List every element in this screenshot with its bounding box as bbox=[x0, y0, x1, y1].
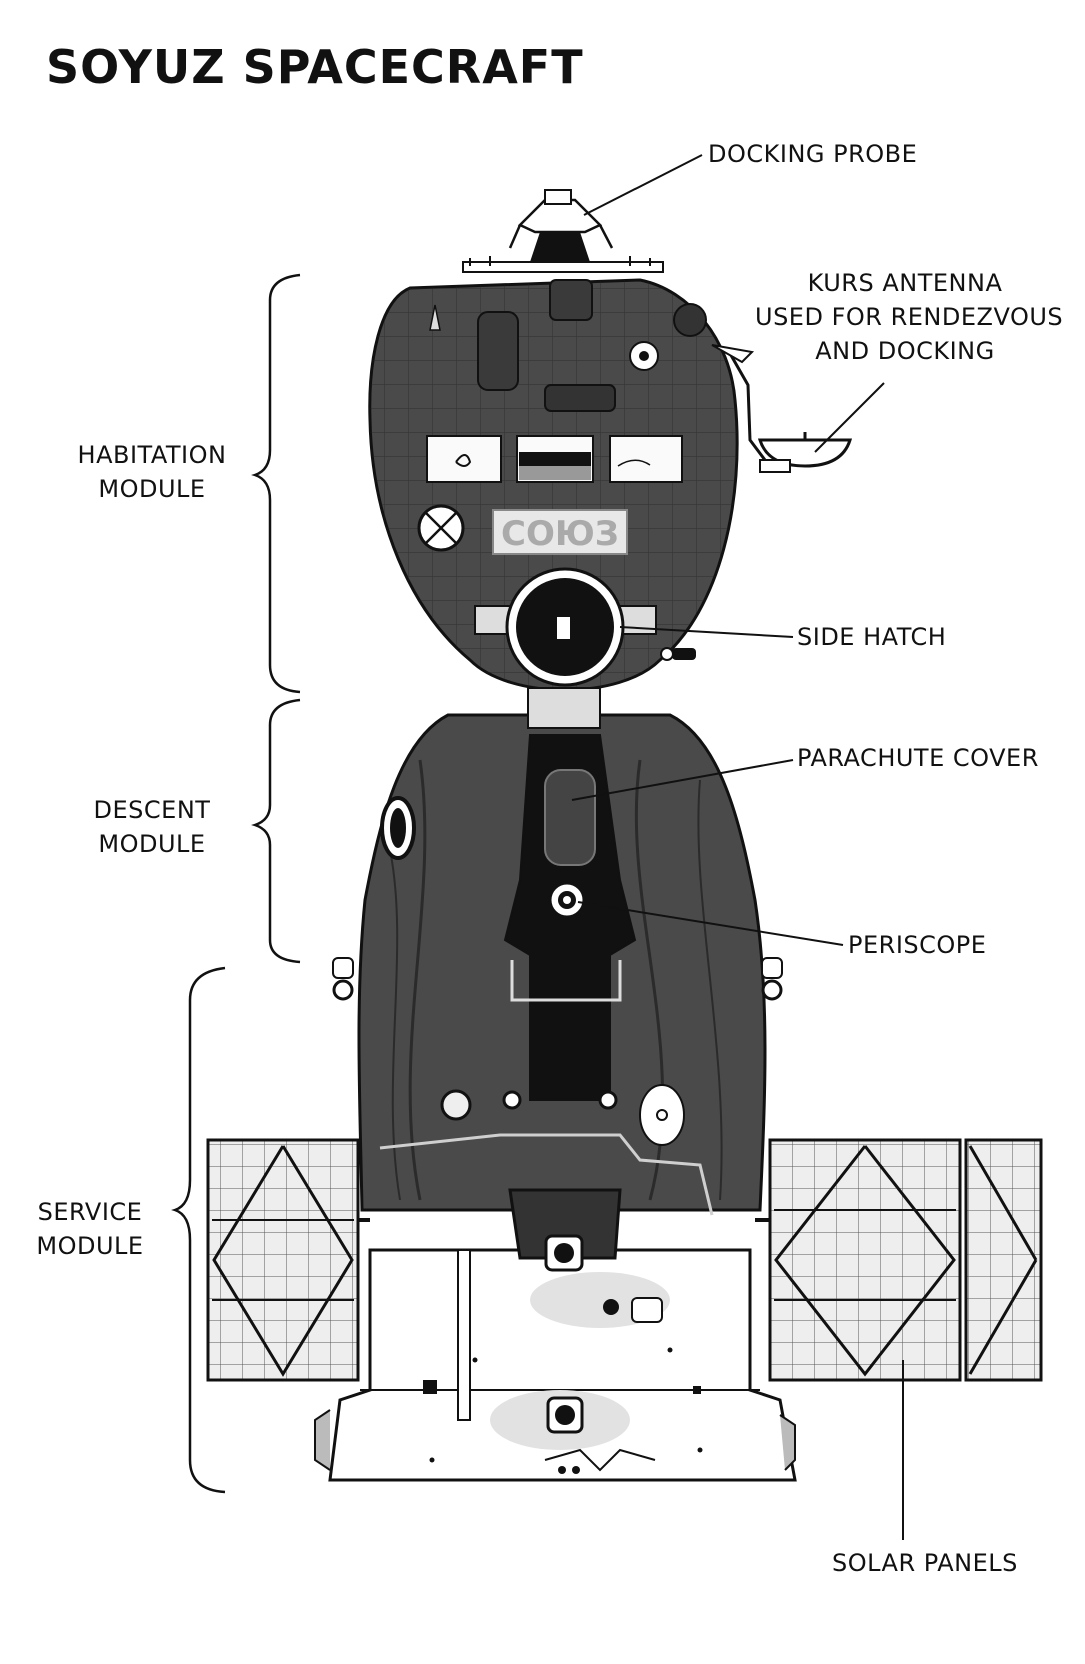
brace-habitation bbox=[251, 273, 301, 694]
callout-text: AND DOCKING bbox=[815, 337, 995, 365]
callout-periscope: PERISCOPE bbox=[848, 928, 986, 962]
habitation-module-graphic: СОЮЗ bbox=[368, 278, 739, 729]
thruster-right bbox=[761, 957, 783, 1001]
callout-text: USED FOR RENDEZVOUS bbox=[755, 303, 1064, 331]
solar-panel-right-outer bbox=[964, 1138, 1043, 1382]
diagram-title: SOYUZ SPACECRAFT bbox=[46, 40, 584, 94]
section-label-line: DESCENT bbox=[93, 796, 211, 824]
callout-parachute-cover: PARACHUTE COVER bbox=[797, 741, 1039, 775]
callout-kurs-antenna: KURS ANTENNA USED FOR RENDEZVOUS AND DOC… bbox=[755, 266, 1064, 368]
section-label-line: HABITATION bbox=[77, 441, 227, 469]
brace-service bbox=[171, 966, 226, 1494]
section-label-service: SERVICE MODULE bbox=[20, 1195, 160, 1263]
leader-periscope bbox=[577, 901, 844, 946]
section-label-habitation: HABITATION MODULE bbox=[62, 438, 242, 506]
descent-module-graphic bbox=[332, 713, 783, 1272]
leader-lines bbox=[571, 154, 904, 1540]
callout-text: SIDE HATCH bbox=[797, 623, 947, 651]
leader-side-hatch bbox=[619, 626, 794, 638]
callout-text: DOCKING PROBE bbox=[708, 140, 918, 168]
thruster-left bbox=[332, 957, 354, 1001]
section-label-line: MODULE bbox=[36, 1232, 144, 1260]
kurs-antenna-graphic bbox=[711, 344, 853, 473]
section-label-line: MODULE bbox=[98, 830, 206, 858]
brace-descent bbox=[251, 698, 301, 964]
solar-panels-graphic bbox=[206, 1138, 1043, 1382]
callout-text: PARACHUTE COVER bbox=[797, 744, 1039, 772]
leader-kurs-antenna bbox=[814, 382, 885, 453]
service-module-lower-graphic bbox=[314, 1234, 797, 1482]
leader-docking-probe bbox=[583, 154, 703, 216]
solar-panel-left bbox=[206, 1138, 360, 1382]
callout-docking-probe: DOCKING PROBE bbox=[708, 137, 917, 171]
section-label-line: MODULE bbox=[98, 475, 206, 503]
section-braces bbox=[171, 273, 301, 1494]
section-label-line: SERVICE bbox=[37, 1198, 143, 1226]
solar-panel-right-inner bbox=[768, 1138, 962, 1382]
callout-text: KURS ANTENNA bbox=[807, 269, 1003, 297]
section-label-descent: DESCENT MODULE bbox=[62, 793, 242, 861]
callout-solar-panels: SOLAR PANELS bbox=[832, 1546, 1018, 1580]
callout-side-hatch: SIDE HATCH bbox=[797, 620, 946, 654]
docking-probe-graphic bbox=[462, 189, 664, 273]
callout-text: PERISCOPE bbox=[848, 931, 987, 959]
hull-lettering: СОЮЗ bbox=[501, 514, 619, 554]
leader-parachute-cover bbox=[571, 759, 794, 801]
callout-text: SOLAR PANELS bbox=[832, 1549, 1018, 1577]
